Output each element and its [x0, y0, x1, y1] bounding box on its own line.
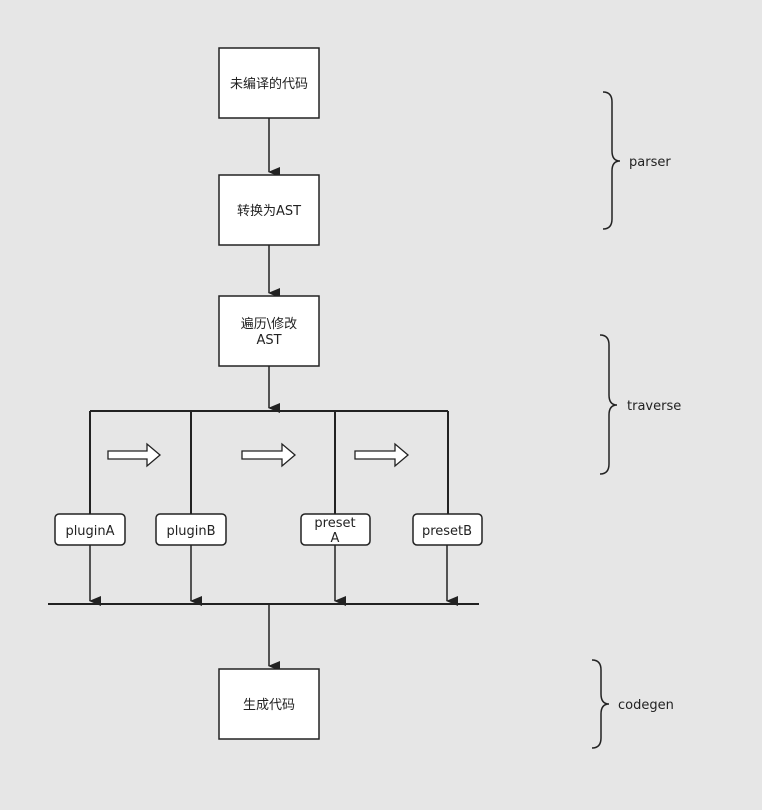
parser-label: parser [629, 155, 671, 170]
parser-brace [602, 91, 621, 230]
generate-code-label: 生成代码 [243, 698, 295, 713]
traverse-ast-label-line2: AST [256, 333, 281, 348]
traverse-ast-node: 遍历\修改 AST [218, 295, 320, 367]
uncompiled-code-node: 未编译的代码 [218, 47, 320, 119]
traverse-label: traverse [627, 399, 681, 414]
plugin-b-label: pluginB [166, 524, 215, 539]
sequence-arrow-1 [107, 442, 162, 468]
sequence-arrow-3 [354, 442, 410, 468]
to-ast-label: 转换为AST [237, 204, 301, 219]
sequence-arrow-2 [241, 442, 297, 468]
codegen-brace [591, 659, 610, 749]
preset-a-label-line2: A [331, 531, 340, 546]
traverse-brace [599, 334, 618, 475]
codegen-label: codegen [618, 698, 674, 713]
preset-b-node: presetB [412, 513, 483, 546]
uncompiled-code-label: 未编译的代码 [230, 76, 308, 92]
preset-b-label: presetB [422, 524, 472, 539]
to-ast-node: 转换为AST [218, 174, 320, 246]
plugin-a-label: pluginA [65, 524, 114, 539]
plugin-a-node: pluginA [54, 513, 126, 546]
preset-a-node: preset A [300, 513, 371, 546]
generate-code-node: 生成代码 [218, 668, 320, 740]
preset-a-label-line1: preset [314, 516, 355, 531]
traverse-ast-label-line1: 遍历\修改 [241, 316, 297, 332]
plugin-b-node: pluginB [155, 513, 227, 546]
